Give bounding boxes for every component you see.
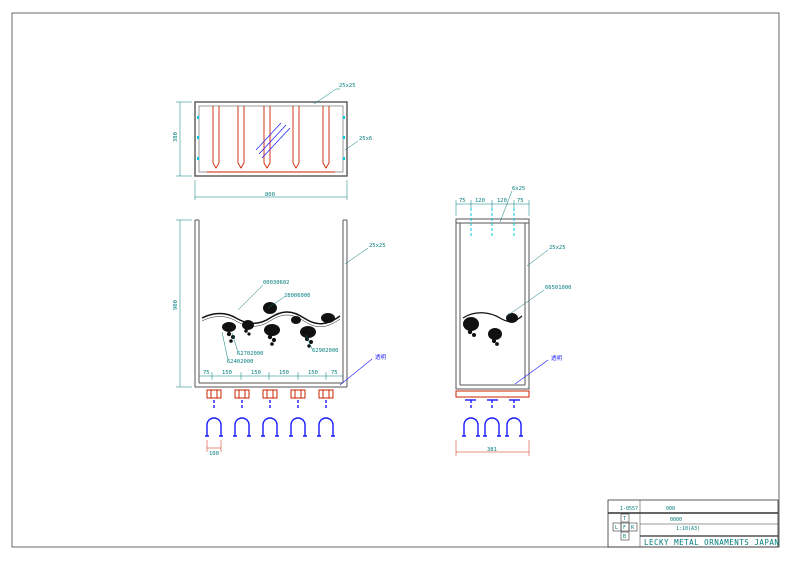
hanger-width-dim: 100 <box>209 451 219 457</box>
front-spacing-dim: 75 <box>331 370 338 376</box>
top-view-width-dim: 800 <box>265 192 275 198</box>
front-hangers <box>205 389 335 452</box>
title-block: 1-0557 000 0000 1:10(A3) T L F R B LECKY… <box>607 499 779 548</box>
side-spacing-dim: 120 <box>497 198 507 204</box>
drawing-scale: 1:10(A3) <box>676 526 700 532</box>
side-grape-vine <box>462 312 523 346</box>
part-number-label: 62702000 <box>237 351 264 357</box>
part-number-label: 00030602 <box>263 280 290 286</box>
part-number-label: 62402000 <box>227 359 254 365</box>
company-name: LECKY METAL ORNAMENTS JAPAN <box>644 538 779 547</box>
view-symbol-r: R <box>631 525 635 531</box>
part-number-label: 66501000 <box>545 285 572 291</box>
front-height-dim-lines <box>176 219 192 388</box>
view-symbol-b: B <box>623 534 626 540</box>
side-base-bar <box>455 390 530 398</box>
view-symbol-f: F <box>623 525 626 531</box>
top-view-inner-frame <box>198 105 344 173</box>
front-height-dim: 900 <box>173 300 179 310</box>
side-width-dim-lines <box>455 440 530 456</box>
title-block-row2: 0000 <box>670 517 682 523</box>
front-spacing-dim: 150 <box>279 370 289 376</box>
front-bottom-dim-lines <box>199 372 343 380</box>
side-tube-label: 25x25 <box>549 245 566 251</box>
title-block-row1: 000 <box>666 506 675 512</box>
view-symbol-grid <box>612 513 638 541</box>
side-frame <box>455 218 530 390</box>
part-number-label: 62902000 <box>312 348 339 354</box>
side-clear-label: 透明 <box>551 354 563 362</box>
front-leaders <box>221 247 369 361</box>
side-spacing-dim: 75 <box>459 198 466 204</box>
top-view-markers <box>197 116 345 160</box>
front-view: 75 150 150 150 150 75 900 25x25 00030602… <box>173 219 387 457</box>
side-top-dim-lines <box>455 190 530 223</box>
front-clear-label: 透明 <box>375 353 387 361</box>
side-spacing-dim: 75 <box>517 198 524 204</box>
view-symbol-t: T <box>623 516 626 522</box>
front-frame <box>194 219 348 388</box>
front-tube-label: 25x25 <box>369 243 386 249</box>
side-hangers <box>462 399 523 437</box>
front-clear-leader <box>339 358 373 386</box>
view-symbol-l: L <box>615 525 618 531</box>
front-spacing-dim: 150 <box>308 370 318 376</box>
top-view: 380 800 25x25 25x6 <box>173 83 372 200</box>
front-spacing-dim: 150 <box>251 370 261 376</box>
glass-hatch <box>255 122 291 159</box>
side-centerlines <box>470 208 515 236</box>
side-view: 75 120 120 75 6x25 25x25 66501000 透明 <box>455 186 572 456</box>
grape-vine <box>201 302 341 348</box>
top-dim-lines <box>176 88 359 200</box>
top-view-outer-frame <box>194 101 348 177</box>
top-view-tube-label: 25x25 <box>339 83 356 89</box>
sheet-border <box>11 12 780 548</box>
part-number-label: 28006000 <box>284 293 311 299</box>
drawing-number: 1-0557 <box>620 506 638 512</box>
top-view-flat-label: 25x6 <box>359 136 372 142</box>
side-width-dim: 381 <box>487 447 497 453</box>
side-spacing-dim: 120 <box>475 198 485 204</box>
front-spacing-dim: 150 <box>222 370 232 376</box>
side-clear-leader <box>514 359 549 385</box>
top-view-height-dim: 380 <box>173 132 179 142</box>
top-view-bars <box>207 106 335 173</box>
side-leaders <box>506 249 549 317</box>
front-spacing-dim: 75 <box>203 370 210 376</box>
side-flat-label: 6x25 <box>512 186 525 192</box>
